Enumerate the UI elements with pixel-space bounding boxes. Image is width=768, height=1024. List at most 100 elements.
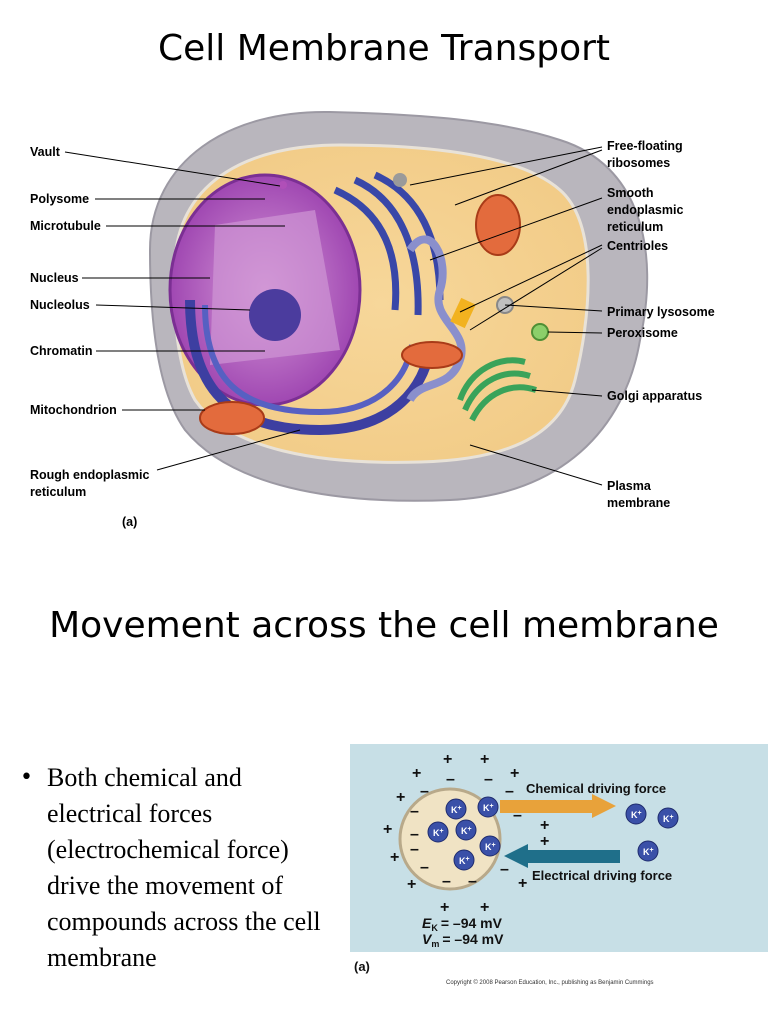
leader-lines — [64, 146, 603, 486]
ek-value: = –94 mV — [441, 915, 503, 931]
cell-diagram: Vault Polysome Microtubule Nucleus Nucle… — [30, 110, 715, 529]
potassium-ion-label: K+ — [433, 828, 444, 838]
vault-shape — [279, 181, 287, 189]
label-rough-er-line1: Rough endoplasmic — [30, 468, 150, 482]
label-free-floating-line1: Free-floating — [607, 139, 683, 153]
nucleolus-shape — [249, 289, 301, 341]
rough-er-fold — [202, 304, 415, 416]
mitochondrion-shape — [475, 194, 521, 256]
potassium-ion-label: K+ — [451, 805, 462, 815]
negative-charge: – — [484, 771, 493, 788]
mitochondrion-shape — [199, 401, 265, 435]
copyright-text: Copyright © 2008 Pearson Education, Inc.… — [446, 979, 654, 986]
force-panel-label-a: (a) — [354, 959, 370, 974]
potassium-ion — [427, 821, 449, 843]
potassium-ion — [477, 796, 499, 818]
electrical-force-label: Electrical driving force — [532, 868, 672, 883]
positive-charge: + — [383, 821, 392, 838]
ek-readout: EK= –94 mV — [422, 915, 503, 933]
label-polysome: Polysome — [30, 192, 89, 206]
positive-charge: + — [480, 899, 489, 916]
label-primary-lysosome: Primary lysosome — [607, 305, 715, 319]
positive-charge: + — [510, 765, 519, 782]
positive-charge: + — [443, 751, 452, 768]
potassium-ion-label: K+ — [631, 810, 642, 820]
negative-charge: – — [468, 873, 477, 890]
label-golgi: Golgi apparatus — [607, 389, 702, 403]
potassium-ion — [455, 819, 477, 841]
potassium-ion-label: K+ — [643, 847, 654, 857]
potassium-ion — [637, 840, 659, 862]
ribosome-shape — [393, 173, 407, 187]
negative-charge: – — [442, 873, 451, 890]
bullet-text: Both chemical and electrical forces (ele… — [47, 763, 321, 972]
positive-charge: + — [480, 751, 489, 768]
golgi-shape — [457, 357, 537, 422]
chemical-force-label: Chemical driving force — [526, 781, 666, 796]
label-smooth-er-line1: Smooth — [607, 186, 654, 200]
bullet-dot: • — [20, 765, 33, 790]
negative-charge: – — [420, 859, 429, 876]
positive-charge: + — [390, 849, 399, 866]
nucleus-cut-face — [210, 210, 340, 365]
potassium-ion-label: K+ — [485, 842, 496, 852]
label-plasma-line1: Plasma — [607, 479, 652, 493]
potassium-ion-label: K+ — [483, 803, 494, 813]
positive-charge: + — [440, 899, 449, 916]
potassium-ion — [625, 803, 647, 825]
section-title: Movement across the cell membrane — [49, 605, 719, 646]
negative-charge: – — [505, 783, 514, 800]
peroxisome-shape — [531, 323, 549, 341]
positive-charge: + — [540, 817, 549, 834]
ek-symbol: E — [422, 915, 432, 931]
label-chromatin: Chromatin — [30, 344, 93, 358]
negative-charge: – — [410, 803, 419, 820]
potassium-ion — [479, 835, 501, 857]
potassium-ion — [657, 807, 679, 829]
bullet-point: • Both chemical and electrical forces (e… — [20, 760, 340, 976]
cell-circle — [398, 787, 502, 891]
ek-subscript: K — [431, 923, 438, 933]
positive-charge: + — [407, 876, 416, 893]
vm-readout: Vm= –94 mV — [422, 931, 504, 949]
mitochondrion-shape — [401, 341, 463, 369]
negative-charge: – — [500, 861, 509, 878]
label-nucleolus: Nucleolus — [30, 298, 90, 312]
vm-value: = –94 mV — [442, 931, 504, 947]
potassium-ion-label: K+ — [461, 826, 472, 836]
electrical-arrow — [504, 844, 620, 868]
label-nucleus: Nucleus — [30, 271, 79, 285]
slide-title: Cell Membrane Transport — [157, 28, 611, 69]
negative-charge: – — [410, 841, 419, 858]
positive-charge: + — [396, 789, 405, 806]
negative-charge: – — [446, 771, 455, 788]
potassium-ions: K+ K+ K+ K+ K+ K+ K+ K+ K+ — [427, 796, 679, 871]
label-plasma-line2: membrane — [607, 496, 670, 510]
vm-symbol: V — [422, 931, 433, 947]
potassium-ion — [445, 798, 467, 820]
label-smooth-er-line3: reticulum — [607, 220, 663, 234]
vm-subscript: m — [431, 939, 439, 949]
label-rough-er-line2: reticulum — [30, 485, 86, 499]
centriole-shape — [450, 297, 476, 329]
label-vault: Vault — [30, 145, 61, 159]
chemical-arrow — [500, 794, 616, 818]
negative-charge: – — [420, 783, 429, 800]
positive-charge: + — [412, 765, 421, 782]
smooth-er-shape — [406, 235, 466, 403]
negative-charge: – — [513, 807, 522, 824]
positive-charge: + — [518, 875, 527, 892]
panel-label-a: (a) — [122, 515, 137, 529]
potassium-ion-label: K+ — [663, 814, 674, 824]
membrane-charges: +++++++++++++–––––––––––– — [383, 751, 549, 916]
electrochemical-force-diagram: Chemical driving force Electrical drivin… — [350, 744, 768, 986]
positive-charge: + — [540, 833, 549, 850]
label-centrioles: Centrioles — [607, 239, 668, 253]
potassium-ion-label: K+ — [459, 856, 470, 866]
label-smooth-er-line2: endoplasmic — [607, 203, 683, 217]
label-peroxisome: Peroxisome — [607, 326, 678, 340]
potassium-ion — [453, 849, 475, 871]
label-microtubule: Microtubule — [30, 219, 101, 233]
label-mitochondrion: Mitochondrion — [30, 403, 117, 417]
label-free-floating-line2: ribosomes — [607, 156, 670, 170]
